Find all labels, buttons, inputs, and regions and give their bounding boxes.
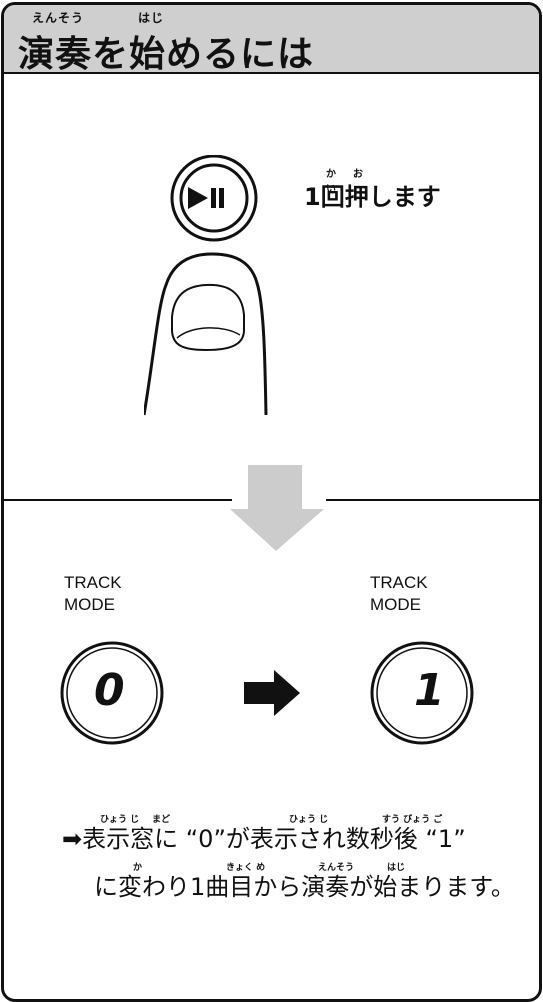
right-arrow-icon [242,670,302,716]
title-ruby-haji: はじ [138,9,164,26]
divider-left [4,499,232,501]
title-ruby-enso: えんそう [32,9,84,26]
track-mode-label-right: TRACK MODE [370,572,428,616]
press-once-text: 1回押します [304,177,441,212]
description-line-2: に変わり1曲目から演奏が始まります。 [94,867,515,902]
description-line-1: ➡表示窓に “0”が表示され数秒後 “1” [62,819,466,854]
finger-icon [144,254,266,415]
play-pause-button[interactable] [172,156,256,240]
display-value-left: 0 [94,665,125,716]
press-illustration [144,155,284,425]
divider-right [326,499,539,501]
down-arrow-icon [226,465,326,555]
header-bar: えんそう はじ 演奏を始めるには [4,5,539,74]
display-value-right: 1 [414,665,445,716]
page-title: 演奏を始めるには [18,25,314,77]
track-mode-label-left: TRACK MODE [64,572,122,616]
